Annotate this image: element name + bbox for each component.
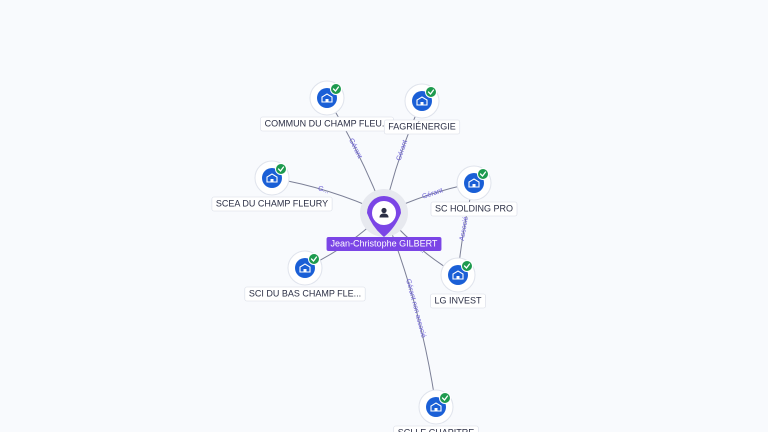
verified-check-icon xyxy=(330,83,342,95)
edge-label: Gérant non associé xyxy=(404,278,427,339)
person-label: Jean-Christophe GILBERT xyxy=(326,237,442,251)
building-icon xyxy=(416,96,428,106)
company-label-bg xyxy=(430,293,486,309)
company-label-bg xyxy=(393,425,479,432)
building-icon xyxy=(468,178,480,188)
verified-check-icon xyxy=(439,392,451,404)
person-node[interactable]: Jean-Christophe GILBERT xyxy=(326,189,442,251)
company-node-commun[interactable]: COMMUN DU CHAMP FLEU... xyxy=(260,80,394,132)
building-icon xyxy=(452,270,464,280)
company-label: SC HOLDING PRO xyxy=(430,201,518,217)
verified-check-icon xyxy=(477,168,489,180)
edge-label: Associé xyxy=(459,216,470,241)
company-label: LG INVEST xyxy=(430,293,486,309)
company-node-scea[interactable]: SCEA DU CHAMP FLEURY xyxy=(211,160,333,212)
company-node-schold[interactable]: SC HOLDING PRO xyxy=(430,165,518,217)
building-icon xyxy=(299,263,311,273)
edge-label: Gérant xyxy=(421,187,444,200)
person-icon xyxy=(379,207,389,218)
company-label-text: COMMUN DU CHAMP FLEU... xyxy=(265,118,390,128)
company-label-text: FAGRIÉNERGIE xyxy=(388,121,456,131)
edge-label: G... xyxy=(317,185,330,195)
company-label-bg xyxy=(430,201,518,217)
company-node-fagri[interactable]: FAGRIÉNERGIE xyxy=(383,83,461,135)
company-node-scichap[interactable]: SCI LE CHAPITRE xyxy=(393,389,479,432)
company-node-scibas[interactable]: SCI DU BAS CHAMP FLE... xyxy=(244,250,366,302)
company-label-text: SCI LE CHAPITRE xyxy=(398,427,475,432)
company-label-text: SCI DU BAS CHAMP FLE... xyxy=(249,288,361,298)
verified-check-icon xyxy=(425,86,437,98)
company-label: COMMUN DU CHAMP FLEU... xyxy=(260,116,394,132)
verified-check-icon xyxy=(461,260,473,272)
company-label: SCI DU BAS CHAMP FLE... xyxy=(244,286,366,302)
company-label: SCEA DU CHAMP FLEURY xyxy=(211,196,333,212)
company-label-text: LG INVEST xyxy=(434,295,482,305)
company-node-lginv[interactable]: LG INVEST xyxy=(430,257,486,309)
company-label-bg xyxy=(244,286,366,302)
company-label: SCI LE CHAPITRE xyxy=(393,425,479,432)
building-icon xyxy=(430,402,442,412)
verified-check-icon xyxy=(275,163,287,175)
company-label-bg xyxy=(211,196,333,212)
person-label-text: Jean-Christophe GILBERT xyxy=(331,238,438,248)
edge-label: Gérant xyxy=(347,137,363,159)
company-label: FAGRIÉNERGIE xyxy=(383,119,461,135)
company-label-bg xyxy=(383,119,461,135)
edge-label: Gérant xyxy=(396,139,410,162)
person-label-bg xyxy=(326,237,442,251)
building-icon xyxy=(321,93,333,103)
company-label-text: SC HOLDING PRO xyxy=(435,203,513,213)
company-label-text: SCEA DU CHAMP FLEURY xyxy=(216,198,328,208)
edge-line xyxy=(383,212,437,408)
building-icon xyxy=(266,173,278,183)
nodes-layer: COMMUN DU CHAMP FLEU...FAGRIÉNERGIE SCEA … xyxy=(211,80,518,432)
verified-check-icon xyxy=(308,253,320,265)
